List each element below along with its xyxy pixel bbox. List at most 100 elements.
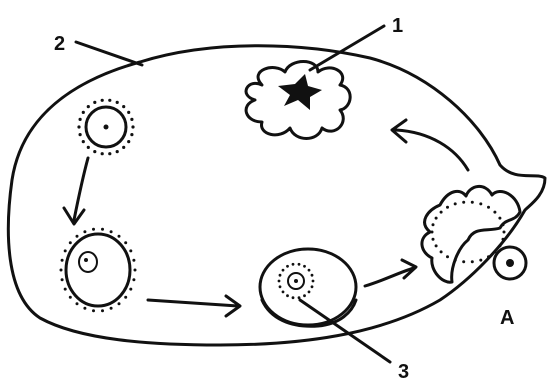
label-3: 3 bbox=[398, 361, 409, 382]
cell-dot bbox=[87, 105, 90, 108]
cell-dot bbox=[118, 235, 121, 238]
cell-dot bbox=[462, 260, 465, 263]
cell-dot bbox=[312, 280, 315, 283]
mature-follicle bbox=[260, 249, 356, 326]
cell-dot bbox=[471, 260, 474, 263]
cell-dot bbox=[502, 223, 505, 226]
cell-dot bbox=[487, 206, 490, 209]
cell-dot bbox=[303, 265, 306, 268]
cell-dot bbox=[60, 269, 63, 272]
corpus-luteum bbox=[246, 62, 350, 139]
cell-dot bbox=[498, 217, 501, 220]
cell-dot bbox=[101, 152, 104, 155]
cell-dot bbox=[110, 230, 113, 233]
cell-dot bbox=[83, 230, 86, 233]
cell-dot bbox=[132, 278, 135, 281]
arrow-mature-to-ruptured bbox=[365, 260, 416, 286]
cell-dot bbox=[292, 263, 295, 266]
cell-dot bbox=[93, 101, 96, 104]
cell-dot bbox=[282, 269, 285, 272]
cell-dot bbox=[308, 291, 311, 294]
cell-dot bbox=[64, 288, 67, 291]
cell-dot bbox=[79, 118, 82, 121]
cell-dot bbox=[116, 150, 119, 153]
cell-dot bbox=[76, 302, 79, 305]
cell-dot bbox=[446, 255, 449, 258]
cell-dot bbox=[69, 241, 72, 244]
secondary-follicle bbox=[60, 228, 137, 312]
cell-dot bbox=[122, 105, 125, 108]
cell-dot bbox=[132, 259, 135, 262]
cell-dot bbox=[130, 133, 133, 136]
cell-dot bbox=[278, 280, 281, 283]
cell-dot bbox=[122, 146, 125, 149]
cell-dot bbox=[311, 285, 314, 288]
cell-dot bbox=[435, 217, 438, 220]
cell-dot bbox=[77, 125, 80, 128]
cell-dot bbox=[311, 274, 314, 277]
cell-dot bbox=[498, 244, 501, 247]
cell-dot bbox=[435, 244, 438, 247]
cell-dot bbox=[303, 294, 306, 297]
cell-dot bbox=[292, 296, 295, 299]
cell-dot bbox=[298, 263, 301, 266]
label-1: 1 bbox=[392, 15, 403, 37]
cell-dot bbox=[440, 211, 443, 214]
label-a: A bbox=[500, 307, 514, 329]
cell-dot bbox=[79, 133, 82, 136]
cell-dot bbox=[129, 288, 132, 291]
cell-dot bbox=[129, 249, 132, 252]
arrow-primary-to-secondary bbox=[64, 158, 88, 224]
cell-dot bbox=[61, 259, 64, 262]
label-2: 2 bbox=[54, 33, 65, 55]
cell-dot bbox=[124, 241, 127, 244]
primary-follicle bbox=[77, 99, 134, 156]
cell-dot bbox=[308, 269, 311, 272]
cell-dot bbox=[279, 274, 282, 277]
cell-dot bbox=[440, 250, 443, 253]
cell-dot bbox=[432, 223, 435, 226]
cell-dot bbox=[503, 231, 506, 234]
cell-dot bbox=[134, 269, 137, 272]
cell-dot bbox=[101, 228, 104, 231]
cell-dot bbox=[93, 150, 96, 153]
cell-dot bbox=[432, 238, 435, 241]
cell-dot bbox=[87, 146, 90, 149]
cell-dot bbox=[298, 296, 301, 299]
cell-dot bbox=[92, 309, 95, 312]
cell-dot bbox=[116, 101, 119, 104]
cell-dot bbox=[454, 259, 457, 262]
cell-dot bbox=[118, 302, 121, 305]
released-oocyte bbox=[494, 247, 526, 279]
cell-dot bbox=[101, 99, 104, 102]
cell-dot bbox=[108, 99, 111, 102]
cell-dot bbox=[286, 294, 289, 297]
cell-dot bbox=[82, 111, 85, 114]
cell-dot bbox=[101, 309, 104, 312]
cell-dot bbox=[479, 202, 482, 205]
label-2-pointer bbox=[76, 42, 142, 65]
cell-dot bbox=[454, 202, 457, 205]
cell-dot bbox=[487, 255, 490, 258]
cell-dot bbox=[279, 285, 282, 288]
ruptured-follicle bbox=[422, 186, 520, 282]
cell-dot bbox=[92, 228, 95, 231]
cell-dot bbox=[110, 307, 113, 310]
cell-dot bbox=[76, 235, 79, 238]
cell-dot bbox=[61, 278, 64, 281]
cell-dot bbox=[127, 140, 130, 143]
cell-dot bbox=[479, 259, 482, 262]
cell-dot bbox=[502, 238, 505, 241]
cell-dot bbox=[127, 111, 130, 114]
cell-dot bbox=[493, 211, 496, 214]
arrow-secondary-to-mature bbox=[148, 296, 240, 316]
cell-dot bbox=[431, 231, 434, 234]
cell-dot bbox=[82, 140, 85, 143]
cell-dot bbox=[108, 152, 111, 155]
cell-dot bbox=[471, 201, 474, 204]
cell-dot bbox=[124, 296, 127, 299]
cell-dot bbox=[83, 307, 86, 310]
cell-dot bbox=[282, 291, 285, 294]
